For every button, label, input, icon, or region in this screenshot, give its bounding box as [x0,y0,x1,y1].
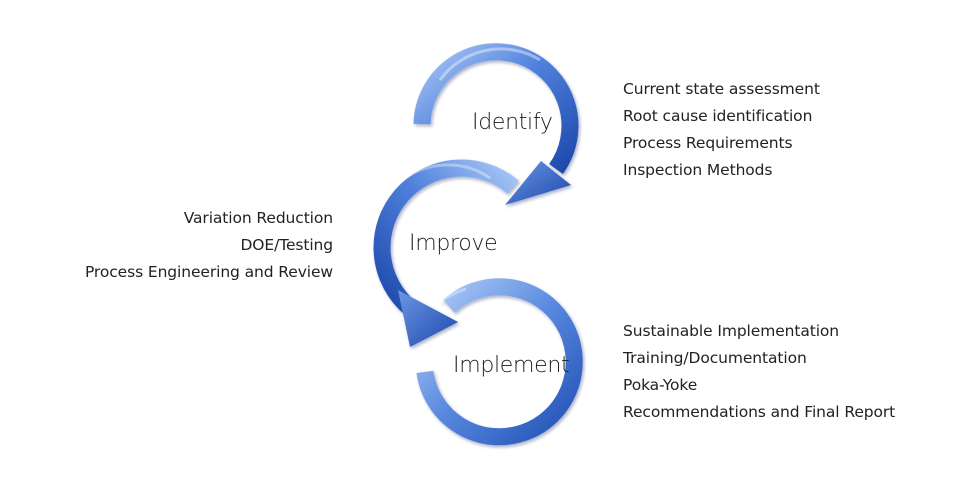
stage-label-identify: Identify [472,110,553,135]
identify-ring-arrow [413,43,579,205]
implement-ring-arrow [416,278,583,446]
improve-item: Variation Reduction [183,209,333,227]
identify-item: Inspection Methods [623,161,773,179]
implement-items: Sustainable Implementation Training/Docu… [623,318,895,426]
stage-label-implement: Implement [453,353,570,378]
identify-item: Root cause identification [623,107,813,125]
improve-arrowhead [398,290,458,347]
implement-item: Training/Documentation [623,349,807,367]
implement-item: Recommendations and Final Report [623,403,896,421]
identify-item: Current state assessment [623,80,820,98]
identify-arrowhead [505,161,571,205]
improve-ring-arrow [373,159,519,347]
implement-item: Sustainable Implementation [623,322,840,340]
improve-items: Variation Reduction DOE/Testing Process … [85,205,333,286]
implement-item: Poka-Yoke [623,376,698,394]
improve-item: DOE/Testing [240,236,333,254]
stage-label-improve: Improve [409,231,498,256]
identify-item: Process Requirements [623,134,793,152]
identify-items: Current state assessment Root cause iden… [623,76,820,184]
improve-item: Process Engineering and Review [84,263,333,281]
